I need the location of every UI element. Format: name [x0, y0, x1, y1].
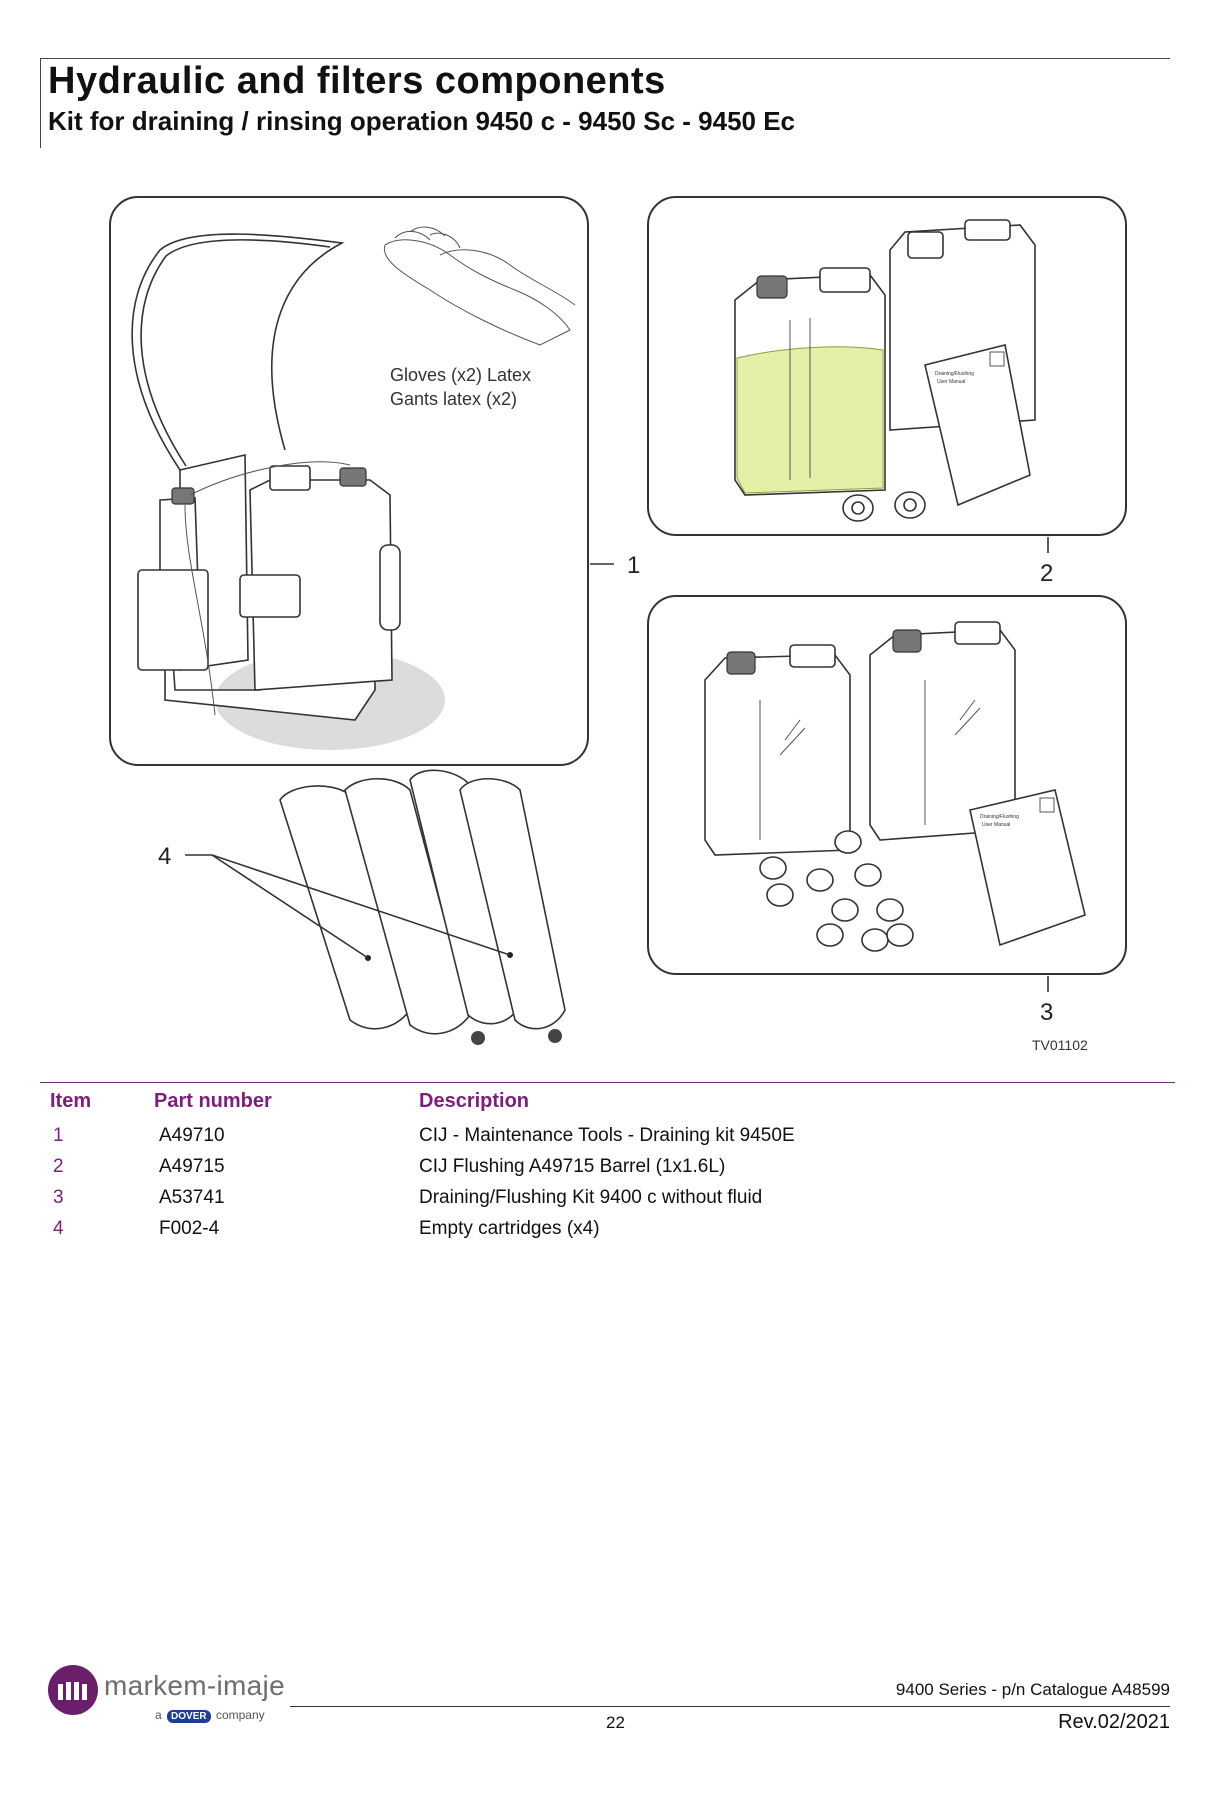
fitting-set	[759, 830, 914, 952]
row-item-number: 4	[53, 1218, 64, 1239]
callout-4: 4	[158, 843, 171, 870]
tagline-suffix: company	[215, 1708, 265, 1722]
gloves-icon	[383, 226, 576, 346]
row-item-number: 3	[53, 1187, 64, 1208]
flushing-manual-subtitle: User Manual	[937, 379, 965, 385]
page-number: 22	[606, 1713, 625, 1732]
kit-without-fluid-drawing: Draining/Flushing User Manual	[704, 621, 1086, 952]
table-top-rule	[40, 1082, 1175, 1083]
row-part-number: A53741	[159, 1187, 225, 1208]
header-left-rule	[40, 58, 41, 148]
revision: Rev.02/2021	[1058, 1711, 1170, 1733]
adapter-fittings	[842, 491, 926, 522]
column-header-item: Item	[50, 1090, 92, 1112]
gloves-label-line2: Gants latex (x2)	[390, 389, 517, 409]
dover-badge: DOVER	[167, 1710, 211, 1723]
brand-logo-icon	[48, 1665, 98, 1715]
row-item-number: 1	[53, 1125, 64, 1146]
empty-cartridges-drawing	[279, 769, 566, 1045]
tagline-prefix: a	[155, 1708, 162, 1722]
row-description: CIJ Flushing A49715 Barrel (1x1.6L)	[419, 1156, 726, 1177]
row-part-number: A49710	[159, 1125, 225, 1146]
draining-kit-drawing	[131, 233, 445, 750]
catalogue-reference: 9400 Series - p/n Catalogue A48599	[895, 1680, 1170, 1699]
row-part-number: F002-4	[159, 1218, 220, 1239]
footer-rule	[290, 1706, 1170, 1707]
row-description: CIJ - Maintenance Tools - Draining kit 9…	[419, 1125, 795, 1146]
brand-name: markem-imaje	[104, 1670, 285, 1701]
flushing-barrel-drawing: Draining/Flushing User Manual	[734, 219, 1036, 522]
row-item-number: 2	[53, 1156, 64, 1177]
column-header-part-number: Part number	[154, 1090, 272, 1112]
row-part-number: A49715	[159, 1156, 225, 1177]
kit-manual-title: Draining/Flushing	[980, 814, 1019, 820]
gloves-label-line1: Gloves (x2) Latex	[390, 365, 531, 385]
callout-2: 2	[1040, 560, 1053, 587]
page-title: Hydraulic and filters components	[48, 60, 666, 102]
callout-1: 1	[627, 552, 640, 579]
page-subtitle: Kit for draining / rinsing operation 945…	[48, 106, 796, 136]
callout-3: 3	[1040, 999, 1053, 1026]
row-description: Draining/Flushing Kit 9400 c without flu…	[419, 1187, 763, 1208]
parts-illustration: Gloves (x2) Latex Gants latex (x2) 1 Dra…	[109, 196, 1127, 1053]
flushing-manual-title: Draining/Flushing	[935, 371, 974, 377]
column-header-description: Description	[419, 1090, 530, 1112]
header-top-rule	[40, 58, 1170, 59]
brand-tagline: a DOVER company	[155, 1708, 265, 1723]
drawing-code: TV01102	[1032, 1037, 1088, 1053]
kit-manual-subtitle: User Manual	[982, 822, 1010, 828]
row-description: Empty cartridges (x4)	[419, 1218, 600, 1239]
panel-flushing-barrel	[647, 196, 1127, 536]
